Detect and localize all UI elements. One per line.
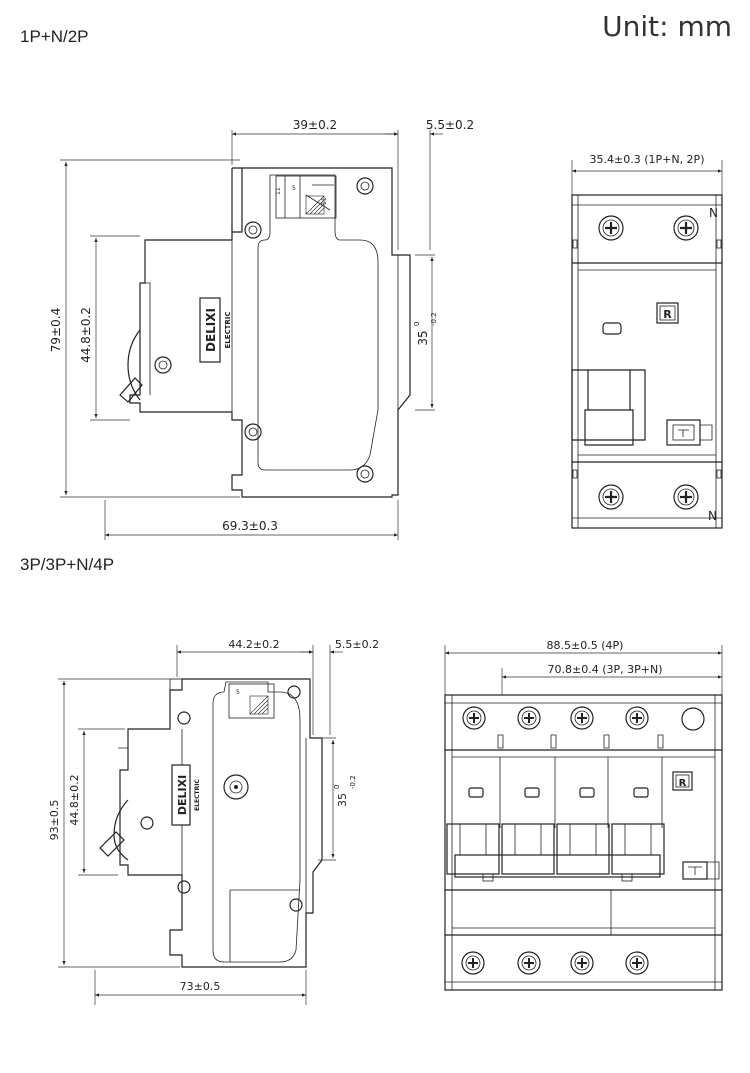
svg-text:11: 11 <box>275 187 282 195</box>
front-view-1: 35.4±0.3 (1P+N, 2P) N R N <box>571 153 723 529</box>
svg-text:11: 11 <box>321 197 328 205</box>
dim-width-top-1: 39±0.2 <box>293 118 337 132</box>
terminal-bottom-label: N <box>708 509 717 523</box>
dim-width-bottom-1: 69.3±0.3 <box>222 519 278 533</box>
section-title-3p-4p: 3P/3P+N/4P <box>20 555 115 574</box>
brand-sub-1: ELECTRIC <box>224 311 232 348</box>
dim-offset-right-1: 5.5±0.2 <box>426 118 474 132</box>
section-title-1p-n-2p: 1P+N/2P <box>20 27 89 46</box>
dim-width-top-2: 44.2±0.2 <box>228 638 279 651</box>
brand-logo-2: DELIXI <box>176 775 189 815</box>
front-view-2: 88.5±0.5 (4P) 70.8±0.4 (3P, 3P+N) R <box>444 639 723 991</box>
side-view-1: 11 5 11 DELIXI ELECTRIC <box>119 167 411 498</box>
side-view-1-dimensions: 39±0.2 5.5±0.2 79±0.4 44.8±0.2 35 0 -0.2… <box>49 118 474 540</box>
dim-front-width-3p: 70.8±0.4 (3P, 3P+N) <box>548 663 663 676</box>
side-view-2: 5 DELIXI ELECTRIC <box>99 678 323 968</box>
side-view-2-dimensions: 44.2±0.2 5.5±0.2 93±0.5 44.8±0.2 35 0 -0… <box>48 638 379 1005</box>
terminal-top-label: N <box>709 206 718 220</box>
brand-sub-2: ELECTRIC <box>194 779 201 811</box>
dim-height-inner-1: 44.8±0.2 <box>79 307 93 363</box>
dim-offset-right-2: 5.5±0.2 <box>335 638 379 651</box>
reset-label-2: R <box>679 778 687 789</box>
brand-logo-1: DELIXI <box>204 308 218 352</box>
svg-text:5: 5 <box>292 185 296 192</box>
dim-rail-height-2: 35 <box>336 793 349 807</box>
reset-label-1: R <box>663 308 672 321</box>
dim-height-total-2: 93±0.5 <box>48 800 61 841</box>
dim-height-total-1: 79±0.4 <box>49 308 63 352</box>
unit-label: Unit: mm <box>602 10 732 43</box>
svg-text:5: 5 <box>236 689 240 696</box>
dim-rail-tol-upper-2: 0 <box>333 785 341 789</box>
dim-rail-tol-lower-2: -0.2 <box>349 775 357 789</box>
dim-rail-tol-lower-1: -0.2 <box>430 312 438 326</box>
dim-width-bottom-2: 73±0.5 <box>180 980 221 993</box>
dim-rail-tol-upper-1: 0 <box>413 322 421 326</box>
dim-front-width-4p: 88.5±0.5 (4P) <box>547 639 624 652</box>
dim-height-inner-2: 44.8±0.2 <box>68 774 81 825</box>
dim-rail-height-1: 35 <box>416 330 430 345</box>
dim-front-width-1: 35.4±0.3 (1P+N, 2P) <box>590 153 705 166</box>
